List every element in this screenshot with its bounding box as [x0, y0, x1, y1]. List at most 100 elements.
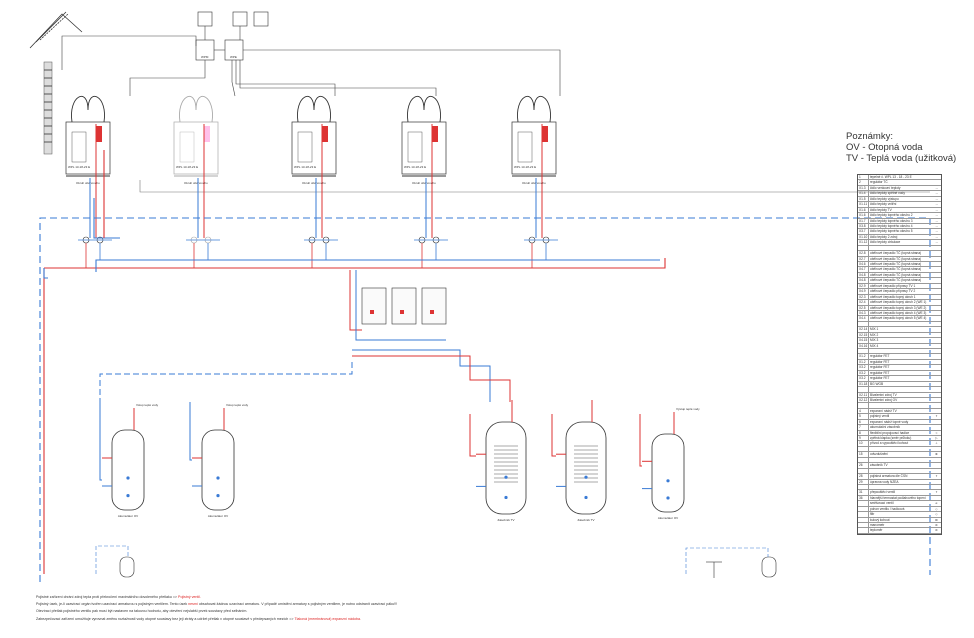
legend-text: oběhové čerpadlo topný okruh 5 (WE 4) [870, 316, 927, 321]
legend-text: filtr [870, 512, 875, 517]
legend-symbol: ⌀ [935, 501, 938, 506]
legend-symbol [932, 393, 941, 397]
legend-text [869, 485, 932, 489]
legend-code: 15 [858, 452, 869, 457]
controller-label-wpe: WPE [230, 55, 237, 59]
legend-code: X4.16 [859, 343, 869, 348]
air-duct [179, 96, 213, 123]
legend-code: 10 [858, 441, 869, 446]
heat-pump-label: WPL 13-18-23 E [404, 165, 426, 169]
legend-code: X3.2 [858, 376, 869, 381]
legend-text [869, 246, 932, 250]
legend-symbol [932, 316, 941, 320]
heat-pump-body [65, 121, 111, 175]
heat-pump-indicator [322, 126, 328, 142]
heat-pump-body [291, 121, 337, 175]
legend-symbol [932, 420, 941, 424]
legend-text: regulátor FET [870, 370, 890, 375]
legend-symbol: → [934, 185, 939, 190]
tank-sensor [584, 475, 588, 479]
legend-row [858, 387, 941, 393]
heat-pump-indicator [204, 126, 210, 142]
legend-code [858, 517, 869, 522]
footer-red-2: nesmí [188, 602, 198, 607]
legend-code: X4.8 [858, 278, 869, 283]
legend-symbol [932, 469, 941, 473]
roof-structure [29, 11, 83, 155]
legend-code [858, 457, 869, 463]
legend-symbol: ◇ [935, 512, 938, 517]
legend-text [869, 447, 932, 451]
legend-text: oběhové čerpadlo TČ (topná strana) [870, 256, 922, 261]
legend-text: Bivalentní zdroj OV [870, 397, 898, 402]
tank-feed-pipe [639, 414, 642, 467]
legend-symbol [932, 387, 941, 391]
legend-code: X2.11 [859, 392, 869, 397]
legend-code: X1.6 [858, 207, 869, 212]
legend-text [869, 403, 932, 407]
legend-symbol: ◇ [935, 506, 938, 511]
controllers [195, 11, 269, 61]
legend-text: oběhové čerpadlo TČ (topná strana) [870, 251, 922, 256]
legend-symbol [932, 458, 941, 462]
legend-text: MIX 2 [870, 332, 879, 337]
legend-code [858, 484, 869, 490]
legend-text: čidlo teploty TV [870, 207, 892, 212]
legend-symbol [932, 278, 941, 282]
footer-text-3: Otevírací přetlak pojistného ventilu pak… [36, 609, 248, 614]
legend-code: X2.7 [858, 256, 869, 261]
legend-symbol: → [934, 207, 939, 212]
legend-symbol [932, 300, 941, 304]
legend-symbol: → [934, 229, 939, 234]
legend-code: X2.3 [858, 294, 869, 299]
legend-text: regulátor FET [870, 376, 890, 381]
legend-symbol [932, 257, 941, 261]
legend-code: 1 [858, 175, 869, 180]
storage-tank: Zásobník TV [556, 400, 607, 522]
tank-label: Zásobník TV [498, 518, 515, 522]
footer-line-4: Zabezpečovací zařízení umožňuje vyrovnat… [36, 616, 397, 623]
legend-text [869, 387, 932, 391]
legend-text: oběhové čerpadlo TČ (topná strana) [870, 272, 922, 277]
heat-pump-panel [179, 131, 195, 163]
tank-sensor [504, 495, 508, 500]
legend-code: 31 [858, 490, 869, 495]
legend-text: oběhové čerpadlo TČ (topná strana) [870, 262, 922, 266]
legend-symbol [932, 327, 941, 331]
footer-red-1: Pojistný ventil. [178, 595, 202, 599]
tank-sensor [216, 476, 220, 480]
legend-code: X4.15 [859, 338, 869, 343]
legend-text: čidlo venkovní teploty [870, 185, 901, 190]
heat-pump-label: WPL 13-18-23 E [176, 165, 198, 169]
legend-row [858, 245, 941, 252]
heat-pump-panel [407, 131, 423, 163]
legend-text: pojistná armatura dle ČSN [870, 474, 908, 479]
tank-sensor [584, 495, 588, 500]
tank-sensor [126, 476, 130, 480]
legend-symbol [932, 354, 941, 358]
legend-symbol [932, 382, 941, 386]
legend-symbol: ≈ [935, 430, 938, 435]
legend-symbol [932, 175, 941, 179]
notes-tv: TV - Teplá voda (užitková) [846, 153, 957, 164]
legend-text: akumulační zásobník [870, 425, 900, 430]
legend-symbol: ⊗ [935, 452, 938, 457]
legend-code: 6 [858, 419, 869, 425]
legend-text: oběhové čerpadlo topný okruh 3 (WE 2) [870, 305, 927, 310]
legend-symbol: ⌖ [935, 414, 938, 419]
